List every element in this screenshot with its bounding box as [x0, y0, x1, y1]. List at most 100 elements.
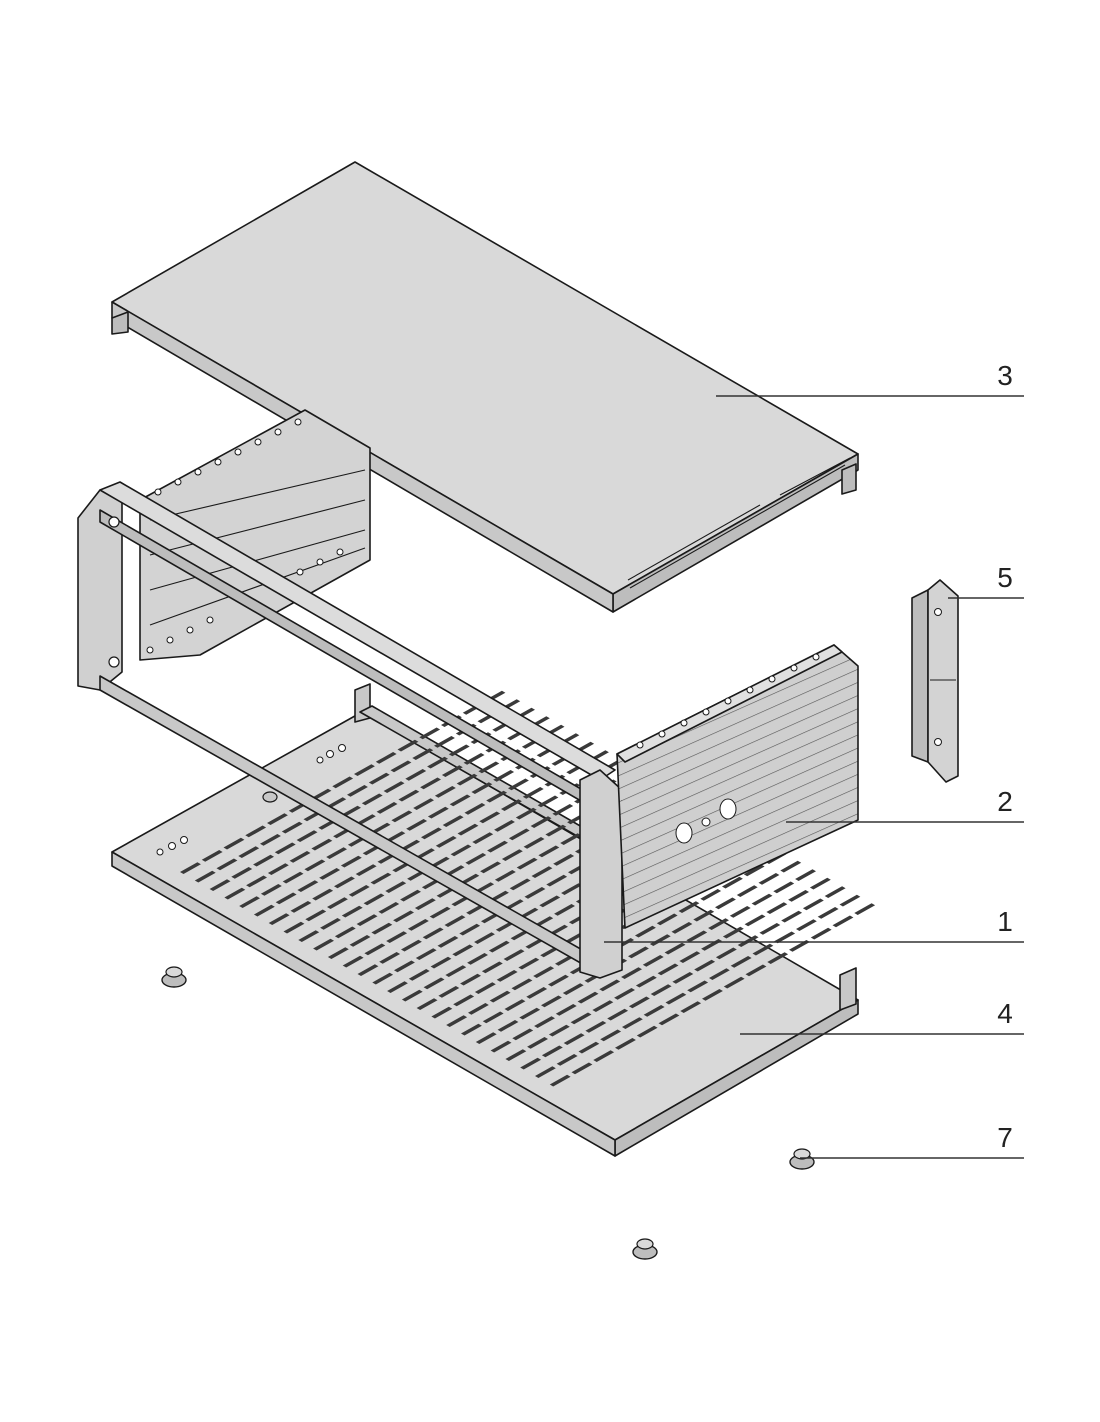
vent-slot	[534, 1016, 555, 1028]
vent-slot	[355, 864, 377, 876]
vent-slot	[729, 906, 751, 918]
vent-slot	[494, 820, 515, 832]
vent-slot	[413, 798, 434, 810]
vent-slot	[312, 888, 334, 901]
vent-slot	[390, 760, 412, 773]
vent-slot	[545, 824, 567, 837]
vent-slot	[636, 1025, 658, 1038]
vent-slot	[332, 776, 354, 789]
vent-slot	[407, 919, 429, 931]
vent-slot	[478, 761, 500, 774]
vent-slot	[516, 857, 538, 870]
vent-slot	[463, 753, 485, 765]
vent-slot	[449, 794, 471, 807]
vent-slot	[518, 957, 540, 970]
vent-slot	[524, 887, 546, 899]
vent-slot	[372, 972, 394, 985]
vent-slot	[554, 904, 575, 916]
vent-slot	[526, 987, 548, 999]
callout-7: 7	[800, 1122, 1024, 1159]
vent-slot	[482, 1011, 504, 1024]
vent-slot	[780, 860, 802, 873]
vent-slot	[481, 961, 503, 974]
vent-slot	[635, 975, 657, 988]
vent-slot	[320, 918, 341, 930]
vent-slot	[253, 854, 274, 867]
vent-slot	[368, 772, 390, 785]
callout-5: 5	[948, 562, 1024, 599]
vent-slot	[253, 904, 275, 917]
vent-slot	[523, 837, 545, 849]
vent-slot	[508, 828, 530, 841]
vent-slot	[505, 1049, 527, 1061]
vent-slot	[290, 901, 312, 913]
vent-slot	[452, 944, 474, 957]
callout-1-label: 1	[997, 906, 1013, 937]
vent-slot	[282, 871, 304, 884]
vent-slot	[615, 1038, 636, 1050]
vent-slot	[562, 983, 584, 995]
vent-slot	[459, 923, 481, 936]
vent-slot	[621, 967, 642, 979]
vent-slot	[700, 889, 722, 901]
vent-slot	[781, 910, 803, 923]
vent-slot	[427, 806, 449, 819]
vent-slot	[327, 897, 348, 909]
vent-slot	[501, 799, 522, 811]
vent-slot	[535, 1066, 556, 1078]
foot-right	[789, 1148, 815, 1170]
callout-4-label: 4	[997, 998, 1013, 1029]
vent-slot	[296, 830, 318, 842]
vent-slot	[326, 847, 347, 859]
vent-slot	[239, 896, 260, 908]
vent-slot	[497, 1020, 519, 1032]
vent-slot	[223, 837, 245, 850]
vent-slot	[376, 802, 398, 814]
vent-slot	[289, 851, 311, 863]
vent-slot	[504, 999, 526, 1011]
vent-slot	[260, 834, 281, 846]
vent-slot	[552, 804, 574, 816]
vent-slot	[479, 811, 501, 824]
callout-2-label: 2	[997, 786, 1013, 817]
vent-slot	[810, 927, 832, 940]
vent-slot	[723, 976, 745, 989]
callout-2: 2	[786, 786, 1024, 823]
vent-slot	[383, 781, 405, 793]
vent-slot	[531, 866, 553, 878]
vent-slot	[730, 956, 752, 968]
vent-slot	[496, 970, 518, 982]
vent-slot	[445, 965, 467, 977]
vent-slot	[391, 810, 413, 823]
vent-slot	[809, 877, 831, 890]
vent-slot	[656, 913, 678, 926]
vent-slot	[464, 803, 486, 815]
callout-7-label: 7	[997, 1122, 1013, 1153]
vent-slot	[334, 876, 355, 889]
vent-slot	[671, 922, 693, 934]
vent-slot	[722, 926, 744, 939]
vent-slot	[715, 897, 736, 910]
bottom-tray	[111, 683, 876, 1157]
vent-slot	[702, 989, 723, 1001]
vent-slot	[348, 885, 370, 897]
vent-slot	[788, 890, 809, 902]
vent-slot	[201, 850, 223, 862]
vent-slot	[752, 943, 774, 956]
vent-slot	[313, 938, 334, 951]
vent-slot	[722, 876, 743, 889]
vent-slot	[474, 932, 495, 944]
vent-slot	[334, 926, 356, 939]
vent-slot	[744, 914, 766, 927]
vent-slot	[474, 982, 496, 994]
vent-slot	[363, 893, 385, 906]
vent-slot	[839, 894, 861, 907]
vent-slot	[342, 955, 364, 968]
vent-slot	[679, 951, 701, 963]
vent-slot	[607, 1008, 629, 1021]
vent-slot	[361, 793, 383, 806]
vent-slot	[400, 889, 421, 902]
vent-slot	[553, 854, 575, 866]
vent-slot	[422, 927, 444, 940]
